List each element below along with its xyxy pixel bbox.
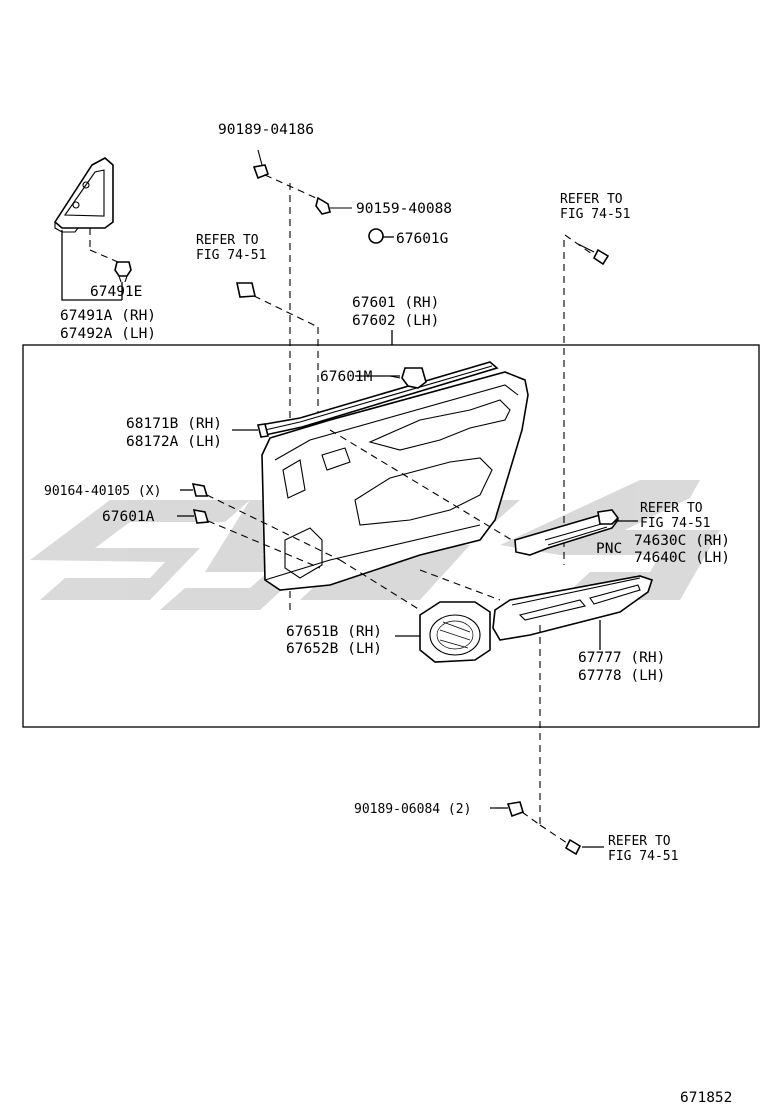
screw-90189-04186-part <box>252 149 269 180</box>
label-74640c: 74640C (LH) <box>634 550 730 566</box>
label-pnc: PNC <box>596 541 622 557</box>
label-refer-top-left-2: FIG 74-51 <box>196 248 266 263</box>
label-refer-bottom-2: FIG 74-51 <box>608 849 678 864</box>
clip-refer-left-part <box>236 282 256 298</box>
armrest-panel-part <box>492 575 654 641</box>
label-67652b: 67652B (LH) <box>286 641 382 657</box>
screw-90164-40105-part <box>191 482 209 497</box>
label-68171b: 68171B (RH) <box>126 416 222 432</box>
label-90189-04186: 90189-04186 <box>218 122 314 138</box>
clip-67491e-part <box>114 261 132 283</box>
label-67778: 67778 (LH) <box>578 668 665 684</box>
label-67651b: 67651B (RH) <box>286 624 382 640</box>
label-67601g: 67601G <box>396 231 448 247</box>
door-trim-board-part <box>261 371 529 591</box>
label-67601a: 67601A <box>102 509 155 525</box>
screw-refer-bottom-part <box>564 838 582 856</box>
label-90189-06084: 90189-06084 (2) <box>354 802 471 817</box>
label-67491e: 67491E <box>90 284 142 300</box>
label-67777: 67777 (RH) <box>578 650 665 666</box>
diagram-id: 671852 <box>680 1090 732 1106</box>
label-67491a: 67491A (RH) <box>60 308 156 324</box>
label-68172a: 68172A (LH) <box>126 434 222 450</box>
label-67601: 67601 (RH) <box>352 295 439 311</box>
label-90164-40105: 90164-40105 (X) <box>44 484 161 499</box>
assembly-box <box>22 344 760 728</box>
label-90159-40088: 90159-40088 <box>356 201 452 217</box>
label-67492a: 67492A (LH) <box>60 326 156 342</box>
clip-67601m-part <box>389 367 427 389</box>
pull-handle-part <box>514 509 620 556</box>
label-refer-mid-right-2: FIG 74-51 <box>640 516 710 531</box>
mirror-garnish-part <box>53 157 114 233</box>
speaker-grille-part <box>419 601 491 663</box>
clip-67601a-part <box>192 508 210 524</box>
label-67601m: 67601M <box>320 369 373 385</box>
belt-moulding-part <box>257 361 499 438</box>
screw-refer-top-right-part <box>577 243 610 266</box>
label-refer-bottom-1: REFER TO <box>608 834 671 849</box>
screw-90189-06084-part <box>506 801 524 818</box>
cap-67601g-part <box>368 228 384 244</box>
label-refer-top-right-2: FIG 74-51 <box>560 207 630 222</box>
screw-90159-40088-part <box>315 196 352 215</box>
label-74630c: 74630C (RH) <box>634 533 730 549</box>
label-refer-top-right-1: REFER TO <box>560 192 623 207</box>
label-refer-top-left-1: REFER TO <box>196 233 259 248</box>
label-67602: 67602 (LH) <box>352 313 439 329</box>
label-refer-mid-right-1: REFER TO <box>640 501 703 516</box>
